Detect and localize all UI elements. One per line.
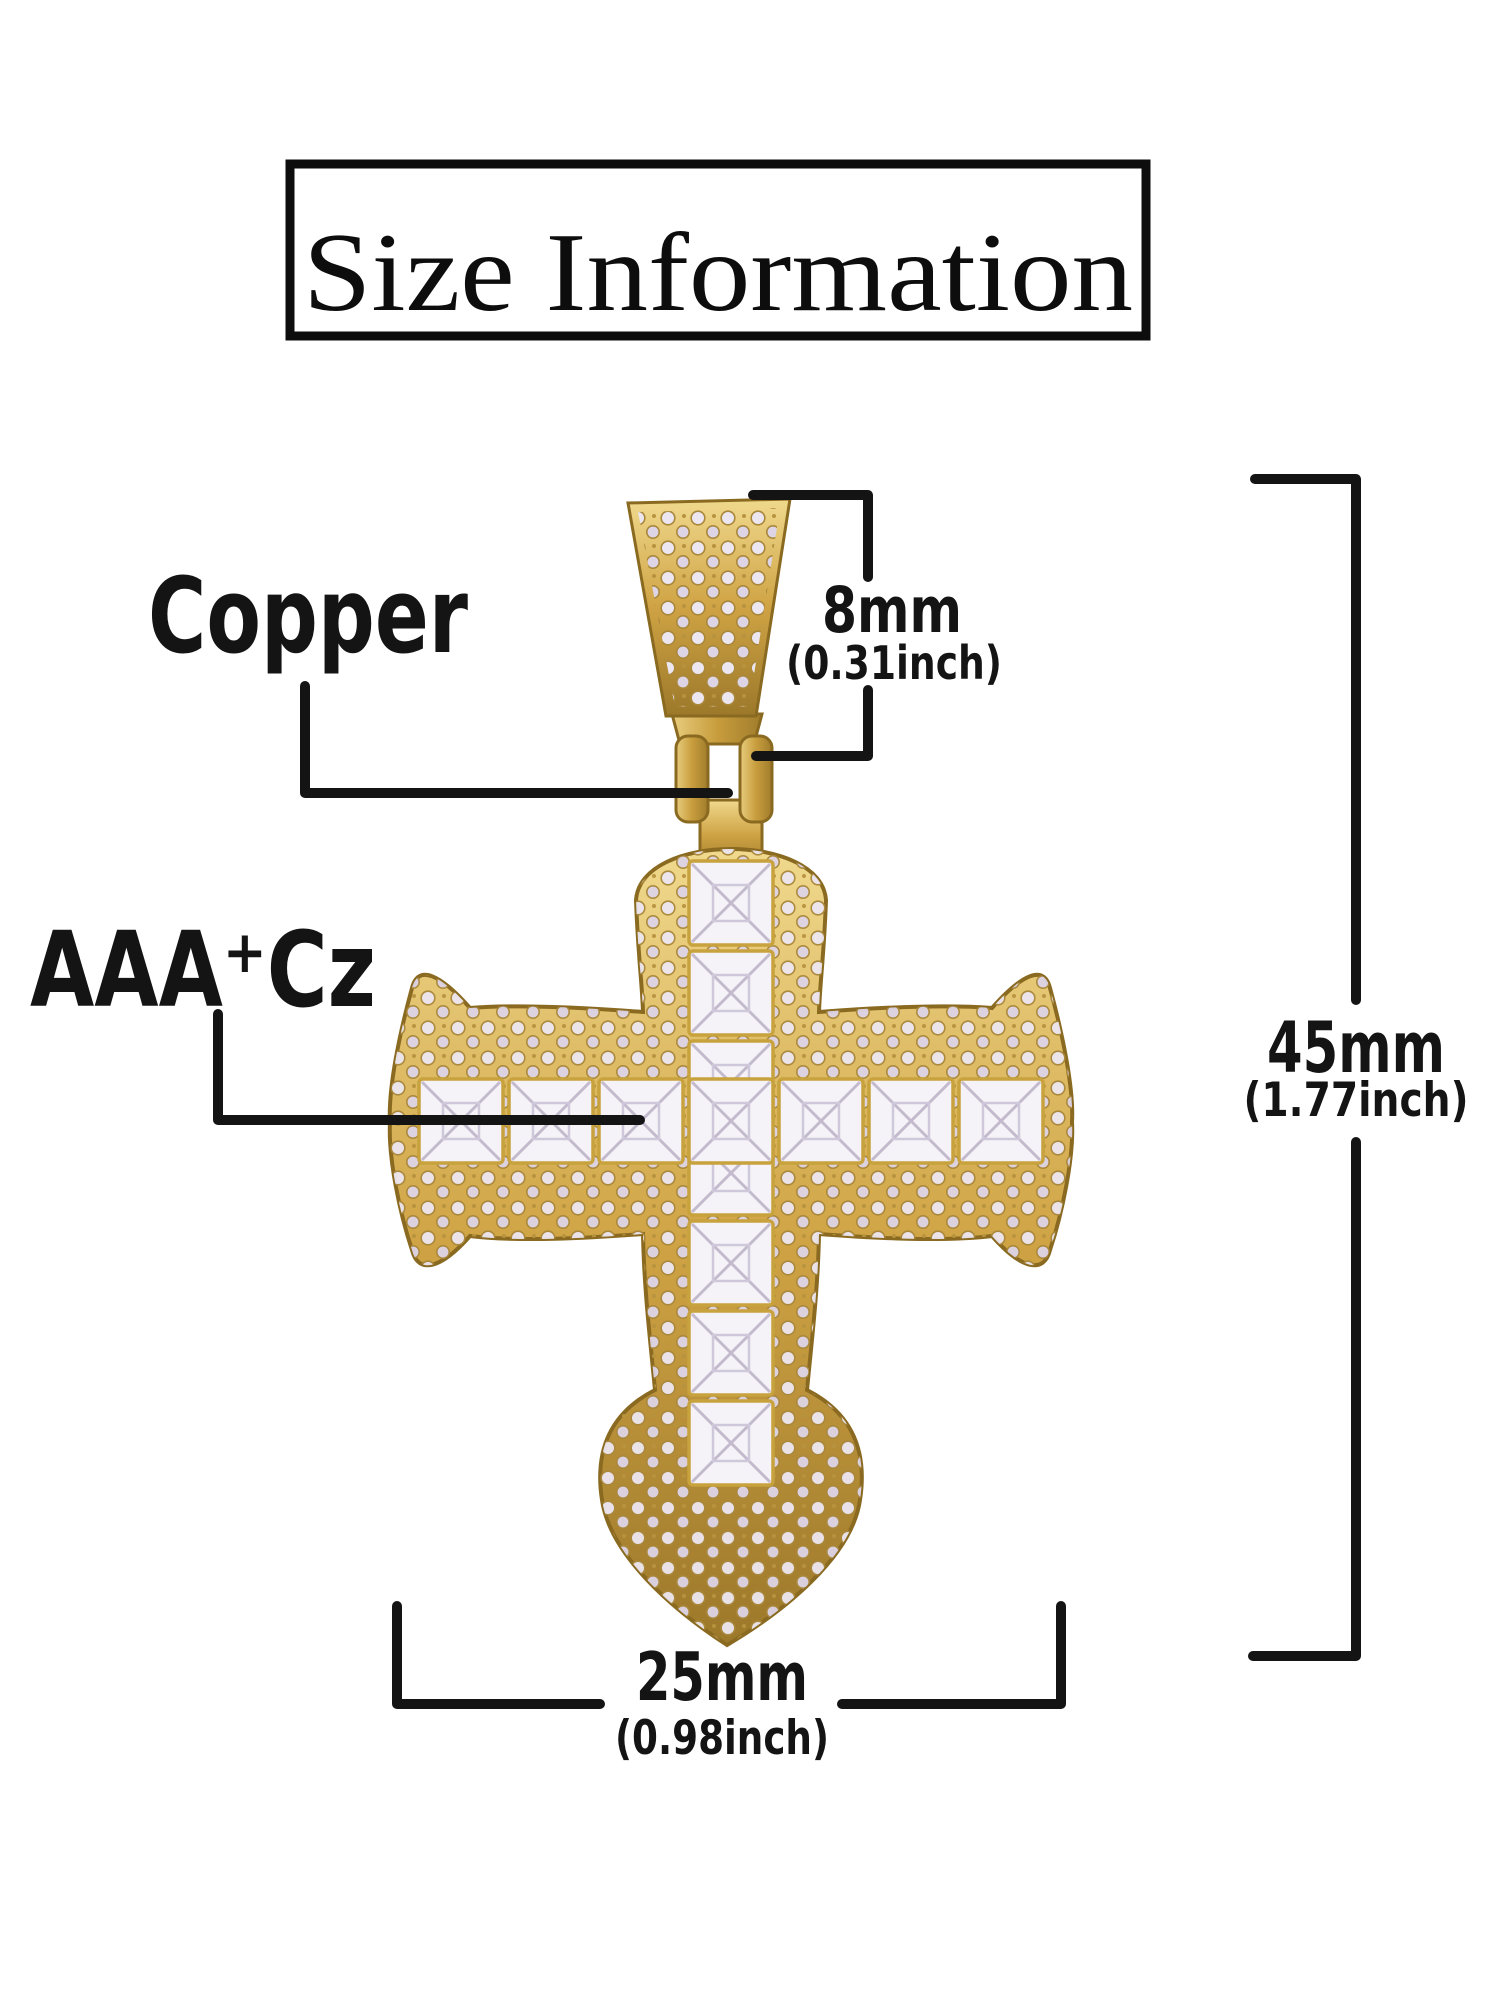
bail-height-measurement: 8mm (0.31inch) [748,490,1002,761]
pendant-width-bracket-left [392,1601,605,1709]
bail-pave-texture [638,508,780,707]
bail-height-value: 8mm [822,574,962,647]
pendant-width-inches: (0.98inch) [615,1711,829,1766]
bail-height-inches: (0.31inch) [786,636,1002,690]
pendant-height-bracket-bottom [1248,1137,1361,1661]
pendant-width-measurement: 25mm (0.98inch) [392,1601,1066,1766]
pendant-width-value: 25mm [636,1638,808,1716]
stone-column [686,858,776,1488]
pendant-height-value: 45mm [1267,1007,1445,1089]
pendant-illustration [387,497,1075,1648]
pendant-height-inches: (1.77inch) [1244,1073,1469,1128]
copper-leader-line [300,681,733,798]
hinge-right-bar [738,734,774,824]
page-title: Size Information [303,211,1133,335]
hinge-left-bar [674,734,710,824]
cz-label: AAA⁺Cz [30,909,376,1031]
pendant-width-bracket-right [837,1601,1066,1709]
pendant-bail [626,497,792,718]
title-border [285,159,1151,341]
copper-label: Copper [148,555,468,677]
title-box: Size Information [285,159,1151,341]
copper-annotation: Copper [148,555,733,798]
cz-leader-line [213,1009,645,1125]
bail-height-bracket-bottom [751,685,873,761]
bail-height-bracket-top [748,490,873,582]
pendant-height-measurement: 45mm (1.77inch) [1244,474,1469,1661]
pendant-height-bracket-top [1250,474,1361,1005]
cz-annotation: AAA⁺Cz [30,909,645,1125]
